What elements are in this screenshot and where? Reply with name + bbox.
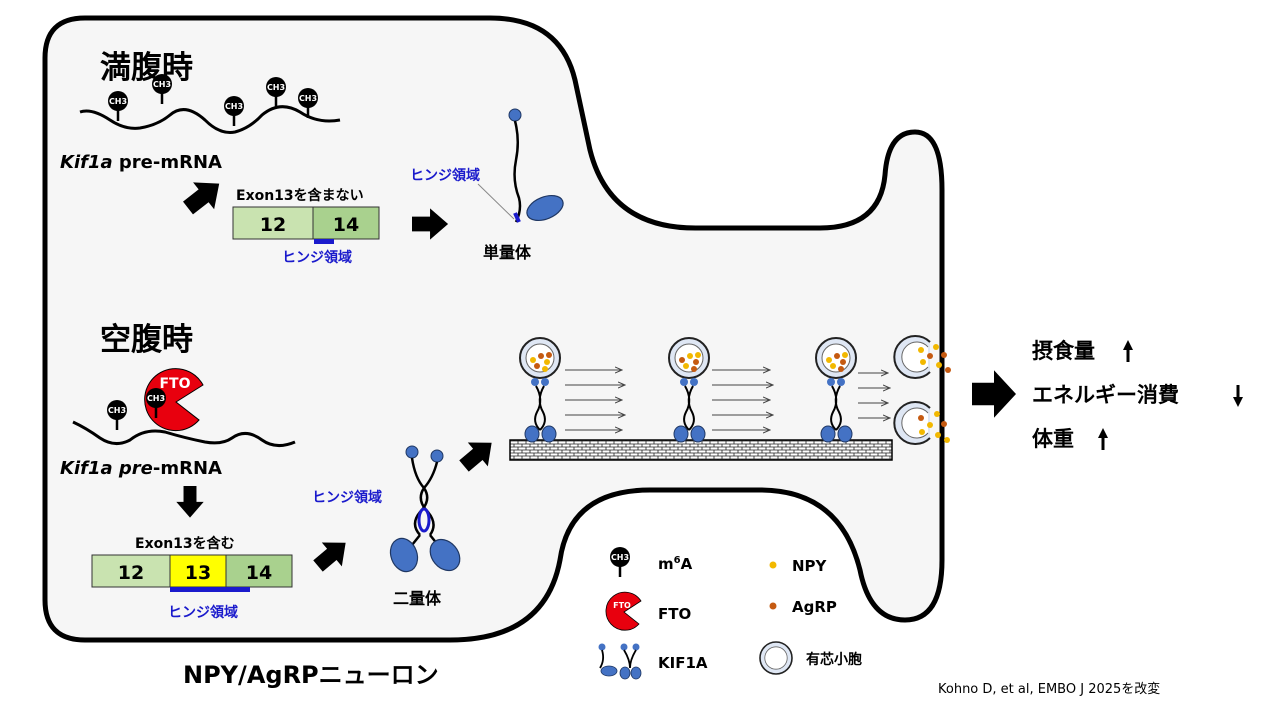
svg-text:CH3: CH3: [267, 83, 285, 92]
legend-fto-icon: [605, 591, 642, 631]
ch3-icon: CH3: [105, 398, 129, 432]
legend-npy-dot: [769, 561, 777, 569]
neuron-cell-body: [42, 15, 945, 643]
fed-title: 満腹時: [100, 50, 193, 86]
microtubule: [509, 439, 893, 461]
ch3-icon: CH3: [222, 94, 246, 128]
releasing-vesicle: [893, 335, 951, 379]
fasting-hinge-bar: [170, 587, 250, 592]
fasting-premrna-label: Kif1a pre-mRNA: [60, 458, 222, 479]
fed-exon-12-box: [232, 206, 314, 240]
fed-premrna-label: Kif1a pre-mRNA: [60, 152, 222, 173]
dimer-label: 二量体: [393, 589, 442, 608]
legend-agrp-label: AgRP: [792, 598, 837, 616]
fasting-title: 空腹時: [100, 322, 193, 358]
ch3-icon: CH3: [144, 386, 168, 420]
fasting-premrna-strand: [72, 420, 296, 447]
svg-text:CH3: CH3: [225, 102, 243, 111]
neuron-name: NPY/AgRPニューロン: [183, 661, 439, 689]
fasting-exon-caption: Exon13を含む: [135, 535, 235, 552]
legend-kif1a-icon: [598, 643, 642, 680]
up-arrow-icon: [1098, 428, 1108, 450]
fed-exon-caption: Exon13を含まない: [236, 187, 364, 204]
premrna-suffix: pre-mRNA: [113, 152, 222, 173]
kif1a-vesicle-complex: [668, 337, 710, 443]
fed-hinge-bar: [314, 239, 334, 244]
ch3-icon: CH3: [150, 72, 174, 106]
legend-fto-icon-text: FTO: [613, 601, 631, 610]
outcomes: 摂食量 エネルギー消費 体重: [1032, 339, 1243, 451]
svg-text:CH3: CH3: [299, 94, 317, 103]
fasting-exon-14-box: [225, 554, 293, 588]
fed-exon-12-label: 12: [260, 214, 286, 236]
kif1a-monomer: [508, 108, 564, 223]
ch3-icon: CH3: [296, 86, 320, 120]
legend-vesicle-label: 有芯小胞: [806, 651, 862, 668]
svg-text:CH3: CH3: [108, 406, 126, 415]
up-arrow-icon: [1123, 340, 1133, 362]
kif1a-dimer: [389, 445, 461, 573]
fasting-exon-13-label: 13: [185, 562, 211, 584]
svg-text:CH3: CH3: [109, 97, 127, 106]
legend-agrp-dot: [769, 602, 777, 610]
legend-npy-label: NPY: [792, 557, 828, 575]
citation: Kohno D, et al, EMBO J 2025を改変: [938, 681, 1160, 697]
exocytosis-vesicles: [893, 335, 951, 445]
fed-hinge-protein-label: ヒンジ領域: [410, 167, 480, 184]
fed-hinge-pointer: [477, 183, 515, 220]
motion-lines: [565, 370, 890, 430]
svg-text:CH3: CH3: [611, 553, 629, 562]
fasting-exon-14-label: 14: [246, 562, 272, 584]
ch3-icon: CH3: [106, 89, 130, 123]
outcome-energy-expenditure: エネルギー消費: [1032, 383, 1179, 407]
fed-m6a-marks: CH3 CH3 CH3 CH3 CH3: [106, 72, 320, 128]
gene-name: Kif1a: [60, 152, 113, 173]
kif1a-vesicle-complex: [815, 337, 857, 443]
fasting-hinge-label: ヒンジ領域: [168, 604, 238, 621]
fto-badge-label: FTO: [159, 376, 190, 392]
legend-fto-label: FTO: [658, 605, 691, 623]
outcome-food-intake: 摂食量: [1032, 339, 1095, 363]
kif1a-vesicle-complex: [519, 337, 561, 443]
premrna-suffix: -mRNA: [153, 458, 222, 479]
svg-text:CH3: CH3: [147, 394, 165, 403]
fto-enzyme: [144, 368, 204, 432]
fed-exon-14-box: [312, 206, 380, 240]
ch3-icon: CH3: [264, 75, 288, 109]
fasting-exon-12-label: 12: [118, 562, 144, 584]
svg-text:CH3: CH3: [153, 80, 171, 89]
gene-name: Kif1a pre: [60, 458, 153, 479]
transport-complexes: [519, 337, 857, 443]
monomer-label: 単量体: [483, 243, 532, 262]
fed-hinge-label: ヒンジ領域: [282, 249, 352, 266]
fed-premrna-strand: [79, 105, 341, 134]
down-arrow-icon: [1233, 385, 1243, 407]
outcome-body-weight: 体重: [1032, 427, 1074, 451]
fasting-m6a-marks: CH3 CH3: [105, 386, 168, 432]
releasing-vesicle: [893, 401, 950, 445]
output-arrow: [972, 370, 1016, 418]
legend: CH3 m6A FTO FTO KIF1A NPY AgRP 有芯小胞: [598, 545, 862, 680]
fed-exon-14-label: 14: [333, 214, 359, 236]
legend-vesicle-icon: [759, 641, 793, 675]
legend-kif1a-label: KIF1A: [658, 654, 708, 672]
fasting-hinge-protein-label: ヒンジ領域: [312, 489, 382, 506]
legend-m6a-icon: CH3: [608, 545, 632, 579]
legend-m6a-label: m6A: [658, 555, 693, 573]
